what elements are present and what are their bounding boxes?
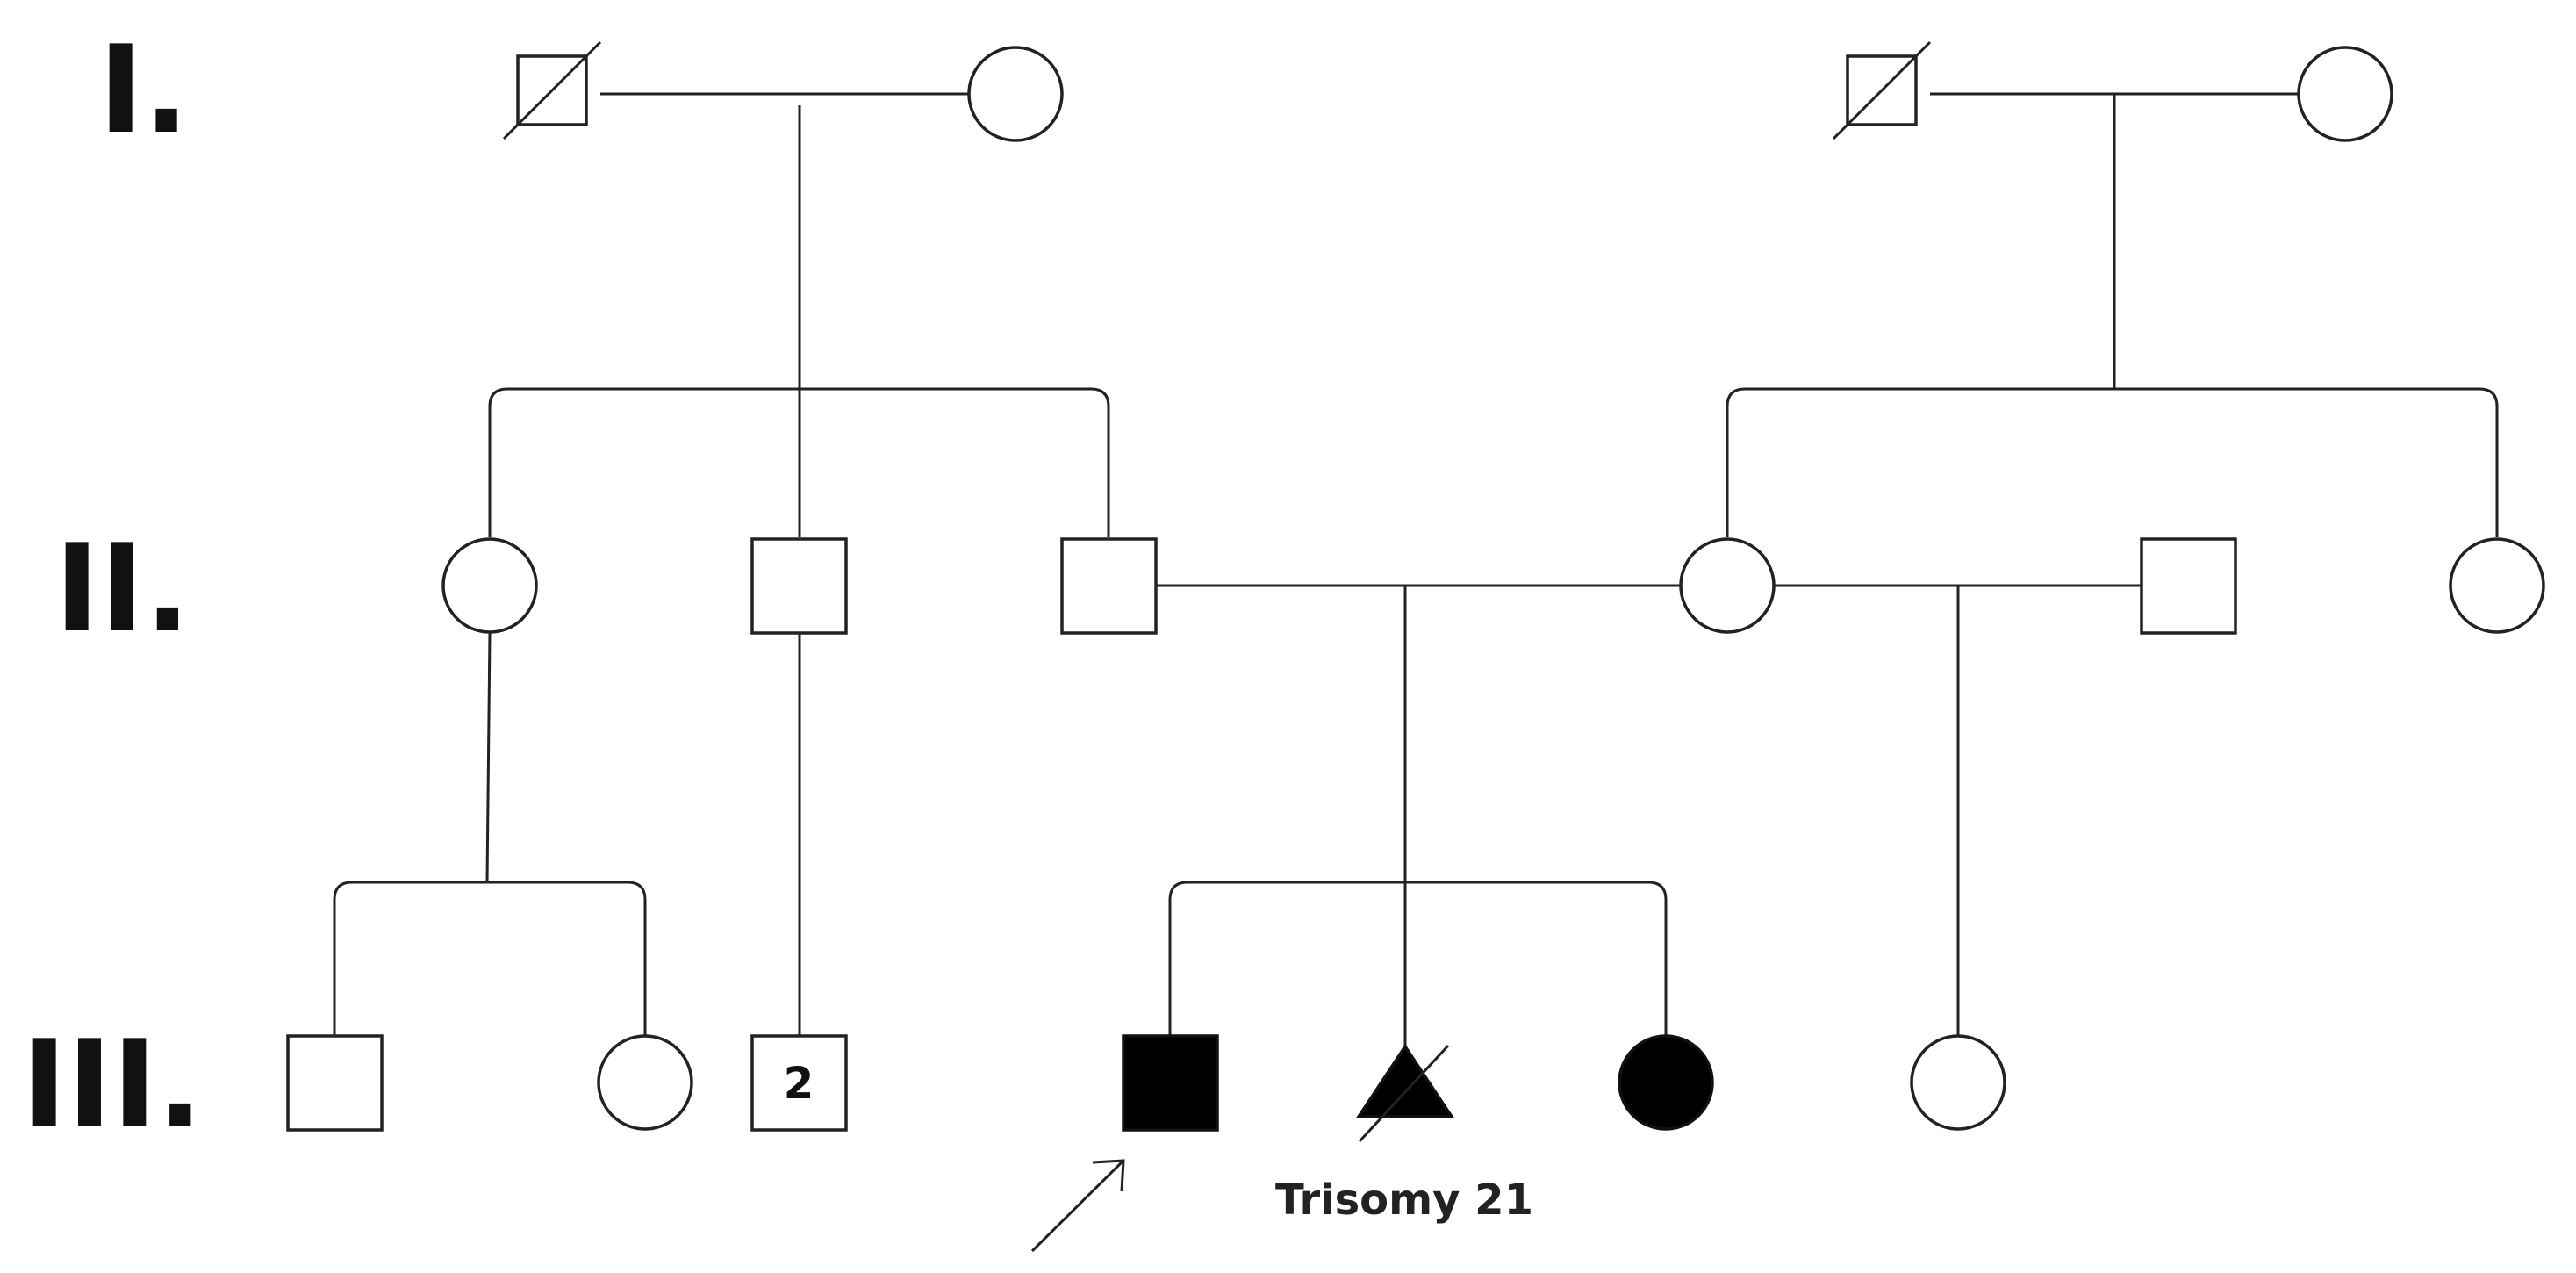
generation-label-3: III. bbox=[22, 1014, 203, 1155]
deceased-slash-III-5 bbox=[1358, 1044, 1450, 1143]
individual-III-6-female-affected bbox=[1618, 1034, 1714, 1131]
proband-arrowhead bbox=[1092, 1159, 1125, 1192]
individual-II-5-male bbox=[2140, 537, 2237, 635]
individual-III-7-female bbox=[1910, 1034, 2006, 1131]
generation-label-1: I. bbox=[98, 19, 190, 161]
individual-II-1-female bbox=[441, 537, 538, 634]
individual-III-4-male-affected-proband bbox=[1122, 1034, 1219, 1132]
individual-III-3-male-multiple bbox=[750, 1034, 848, 1132]
individual-II-3-male bbox=[1060, 537, 1158, 635]
sibship-line-II-right bbox=[1726, 387, 2499, 537]
sibship-line-III-middle bbox=[1168, 881, 1668, 1036]
individual-III-1-male bbox=[286, 1034, 384, 1132]
deceased-slash-I-3 bbox=[1832, 40, 1932, 140]
trisomy-21-note: Trisomy 21 bbox=[1275, 1176, 1533, 1225]
individual-III-5-pregnancy-loss-affected bbox=[1355, 1043, 1455, 1118]
individual-I-4-female bbox=[2297, 46, 2393, 142]
individual-II-6-female bbox=[2449, 537, 2545, 634]
individual-II-2-male bbox=[750, 537, 848, 635]
proband-arrow bbox=[1030, 1159, 1125, 1253]
individual-III-2-female bbox=[597, 1034, 693, 1131]
individual-II-4-female bbox=[1679, 537, 1776, 634]
deceased-slash-I-1 bbox=[502, 40, 602, 140]
sibship-line-III-left bbox=[333, 881, 647, 1036]
multiple-count-label: 2 bbox=[784, 1058, 814, 1109]
descent-line-II-1 bbox=[485, 632, 492, 883]
generation-label-2: II. bbox=[54, 518, 190, 659]
individual-I-2-female bbox=[967, 46, 1064, 142]
